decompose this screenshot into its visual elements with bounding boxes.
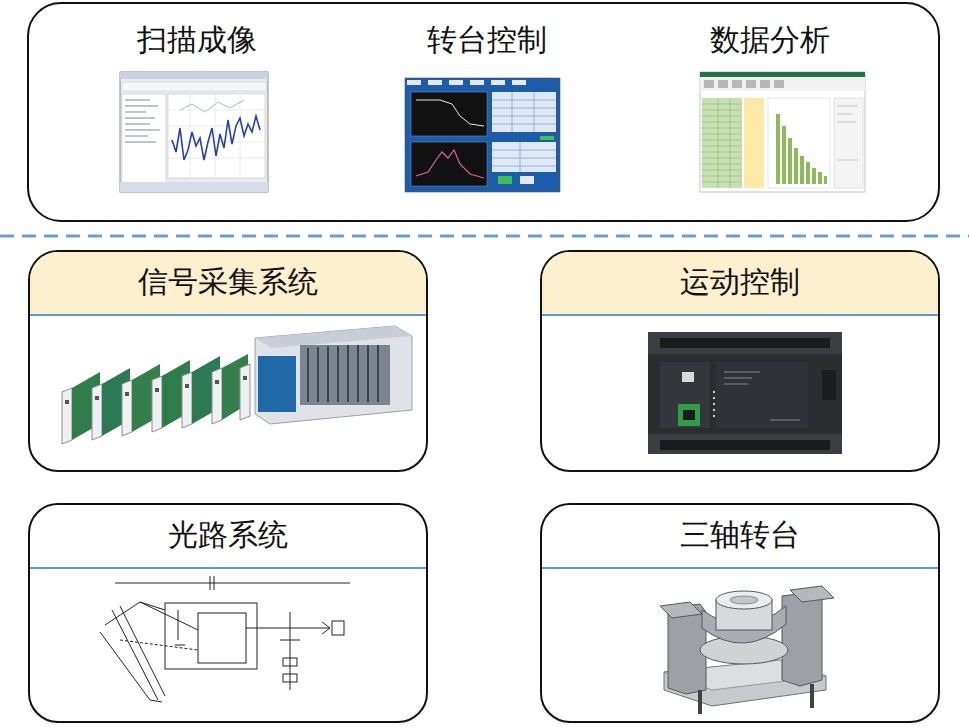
turntable-model (660, 586, 834, 714)
box-title: 信号采集系统 (30, 252, 426, 312)
box-title: 三轴转台 (542, 505, 938, 565)
acquisition-hardware (62, 326, 412, 444)
header-rule (542, 567, 938, 569)
hardware-box: 信号采集系统 (28, 250, 428, 472)
box-title: 转台控制 (427, 18, 547, 62)
hardware-box: 光路系统 (28, 503, 428, 723)
hardware-box: 运动控制 (540, 250, 940, 472)
optical-schematic (100, 576, 350, 702)
header-rule (30, 567, 426, 569)
hardware-box: 三轴转台 (540, 503, 940, 723)
scan-screenshot (120, 72, 268, 192)
software-panel: 扫描成像 转台控制 数据分析 (27, 2, 940, 222)
plc-controller (636, 322, 850, 462)
spreadsheet-screenshot (700, 72, 865, 192)
control-screenshot (405, 78, 560, 192)
box-title: 运动控制 (542, 252, 938, 312)
header-rule (30, 314, 426, 316)
box-title: 扫描成像 (137, 18, 257, 62)
header-rule (542, 314, 938, 316)
box-title: 数据分析 (710, 18, 830, 62)
dashed-separator (0, 235, 969, 238)
box-title: 光路系统 (30, 505, 426, 565)
